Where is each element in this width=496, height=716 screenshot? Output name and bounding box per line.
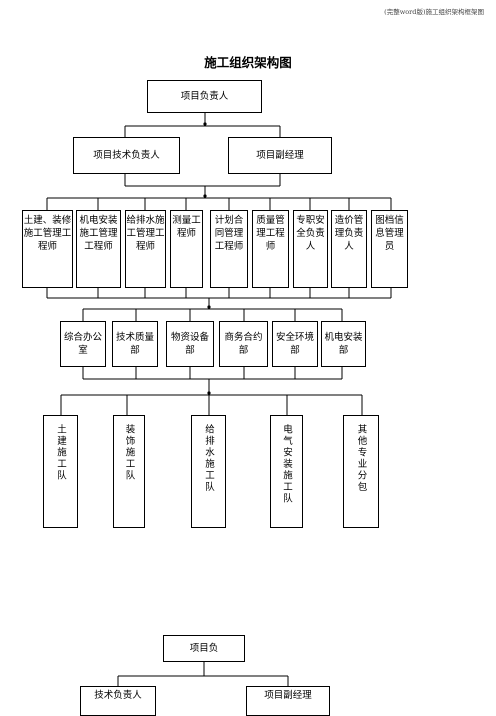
engineer-label: 土建、装修施工管理工程师 <box>23 215 72 252</box>
engineer-label: 机电安装施工管理工程师 <box>79 215 118 252</box>
second-tech-lead-box: 技术负责人 <box>80 686 156 716</box>
department-label: 安全环境部 <box>275 332 314 356</box>
project-manager-label: 项目负责人 <box>180 91 229 102</box>
department-label: 商务合约部 <box>224 332 263 356</box>
team-label: 给排水施工队 <box>203 424 214 493</box>
department-label: 机电安装部 <box>324 332 363 356</box>
department-label: 综合办公室 <box>63 332 102 356</box>
engineer-label: 测量工程师 <box>172 215 201 239</box>
team-label: 土建施工队 <box>55 424 66 482</box>
department-box-safety-env: 安全环境部 <box>272 321 318 367</box>
team-label: 其他专业分包 <box>355 424 367 493</box>
second-deputy-box: 项目副经理 <box>246 686 330 716</box>
engineer-label: 给排水施工管理工程师 <box>126 215 165 252</box>
department-box-tech-quality: 技术质量部 <box>112 321 158 367</box>
second-tech-lead-label: 技术负责人 <box>94 690 142 701</box>
team-label: 电气安装施工队 <box>281 424 292 505</box>
engineer-box-civil: 土建、装修施工管理工程师 <box>22 210 73 288</box>
engineer-box-safety: 专职安全负责人 <box>293 210 328 288</box>
page-title: 施工组织架构图 <box>204 55 292 70</box>
second-deputy-label: 项目副经理 <box>264 690 312 701</box>
tech-lead-label: 项目技术负责人 <box>93 150 160 161</box>
department-box-commercial: 商务合约部 <box>219 321 268 367</box>
engineer-label: 造价管理负责人 <box>334 215 364 252</box>
department-box-office: 综合办公室 <box>60 321 106 367</box>
engineer-label: 专职安全负责人 <box>296 215 325 252</box>
header-note: (完整word版)施工组织架构框架图 <box>384 8 484 16</box>
team-label: 装饰施工队 <box>123 424 135 482</box>
department-label: 技术质量部 <box>115 332 154 356</box>
second-manager-label: 项目负 <box>189 643 219 654</box>
team-box-plumbing: 给排水施工队 <box>191 415 226 528</box>
team-box-electrical: 电气安装施工队 <box>270 415 303 528</box>
department-box-materials: 物资设备部 <box>166 321 214 367</box>
engineer-box-survey: 测量工程师 <box>170 210 203 288</box>
engineer-box-plumbing: 给排水施工管理工程师 <box>125 210 166 288</box>
project-manager-box: 项目负责人 <box>147 80 262 113</box>
deputy-manager-label: 项目副经理 <box>256 150 304 161</box>
engineer-box-cost: 造价管理负责人 <box>331 210 367 288</box>
engineer-label: 计划合同管理工程师 <box>214 215 244 252</box>
team-box-decoration: 装饰施工队 <box>113 415 145 528</box>
deputy-manager-box: 项目副经理 <box>228 137 332 174</box>
engineer-label: 图档信息管理员 <box>375 215 404 252</box>
engineer-box-mep: 机电安装施工管理工程师 <box>76 210 121 288</box>
team-box-civil: 土建施工队 <box>43 415 78 528</box>
second-manager-box: 项目负 <box>163 635 245 662</box>
engineer-box-planning: 计划合同管理工程师 <box>210 210 248 288</box>
engineer-box-quality: 质量管理工程师 <box>252 210 289 288</box>
tech-lead-box: 项目技术负责人 <box>73 137 180 174</box>
department-box-mep-install: 机电安装部 <box>321 321 366 367</box>
engineer-box-documents: 图档信息管理员 <box>371 210 408 288</box>
team-box-other: 其他专业分包 <box>343 415 379 528</box>
department-label: 物资设备部 <box>170 332 209 356</box>
engineer-label: 质量管理工程师 <box>256 215 285 252</box>
